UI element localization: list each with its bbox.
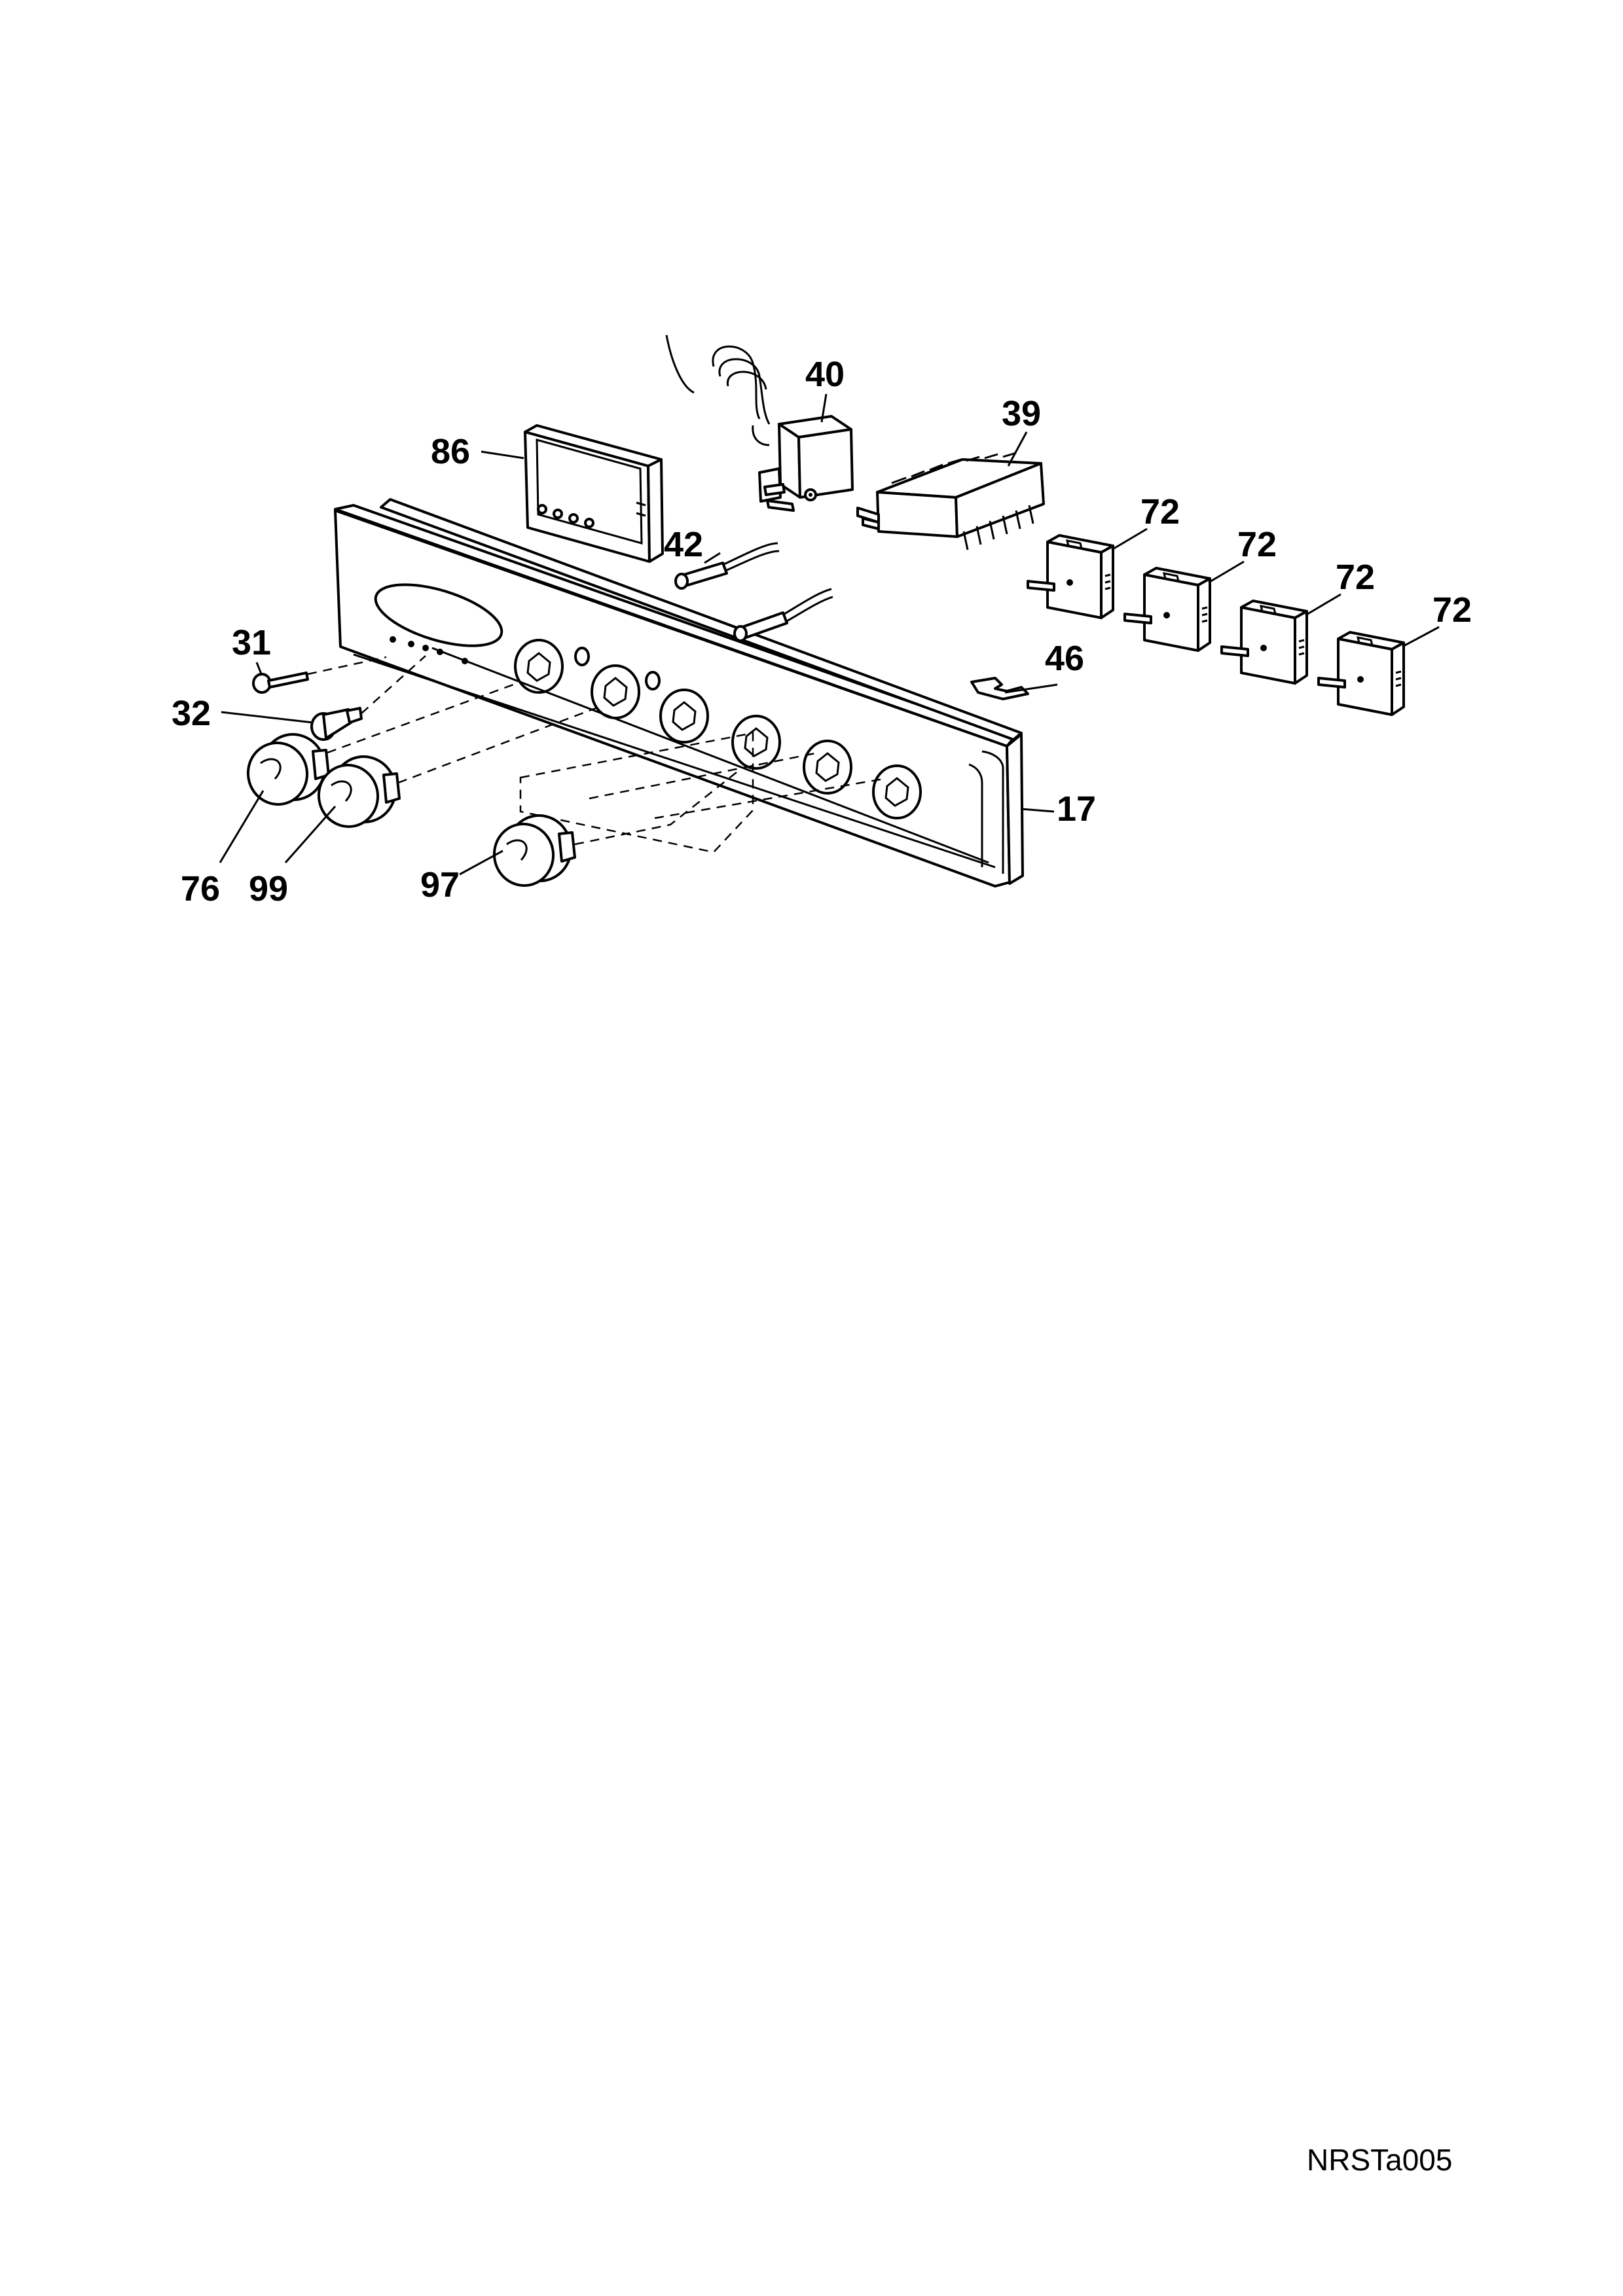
selector-switch-part-39 xyxy=(856,452,1045,550)
label-97: 97 xyxy=(420,865,460,905)
label-99: 99 xyxy=(249,869,288,908)
label-46: 46 xyxy=(1045,639,1084,678)
energy-regulator-1-part-72 xyxy=(1027,534,1114,619)
panel-knob-hole-6 xyxy=(872,764,922,819)
timer-display-part-86 xyxy=(524,424,664,563)
leader-lines xyxy=(219,393,1440,876)
label-72-d: 72 xyxy=(1432,590,1472,630)
knob-part-99 xyxy=(317,755,401,828)
panel-knob-hole-5 xyxy=(803,740,852,795)
label-72-c: 72 xyxy=(1336,558,1375,597)
knob-part-76 xyxy=(246,733,330,806)
lamp-part-31 xyxy=(252,672,309,694)
panel-knob-hole-3 xyxy=(659,689,709,744)
label-72-b: 72 xyxy=(1237,525,1277,564)
panel-knob-hole-2 xyxy=(591,664,640,719)
switch-part-32 xyxy=(310,707,363,741)
bracket-part-46 xyxy=(970,677,1029,700)
knob-part-97 xyxy=(492,814,576,887)
energy-regulator-2-part-72 xyxy=(1123,567,1211,652)
label-31: 31 xyxy=(232,623,271,662)
energy-regulator-4-part-72 xyxy=(1317,631,1405,716)
thermostat-part-40 xyxy=(665,334,854,512)
panel-knob-hole-4 xyxy=(731,715,781,770)
control-panel-part-17 xyxy=(334,498,1024,888)
panel-knob-hole-1 xyxy=(514,639,564,694)
label-76: 76 xyxy=(181,869,220,908)
neon-indicator-part-42 xyxy=(674,542,833,642)
label-17: 17 xyxy=(1057,789,1096,829)
part-number-labels: 86 40 39 42 72 72 72 72 46 31 32 17 76 9… xyxy=(172,355,1472,908)
label-32: 32 xyxy=(172,694,211,733)
drawing-reference-code: NRSTa005 xyxy=(1307,2143,1452,2177)
label-40: 40 xyxy=(805,355,845,394)
assembly-guide-lines xyxy=(307,647,996,869)
label-86: 86 xyxy=(431,432,470,471)
label-42: 42 xyxy=(664,525,703,564)
label-72-a: 72 xyxy=(1140,492,1180,531)
energy-regulator-3-part-72 xyxy=(1220,600,1308,685)
label-39: 39 xyxy=(1002,394,1041,433)
